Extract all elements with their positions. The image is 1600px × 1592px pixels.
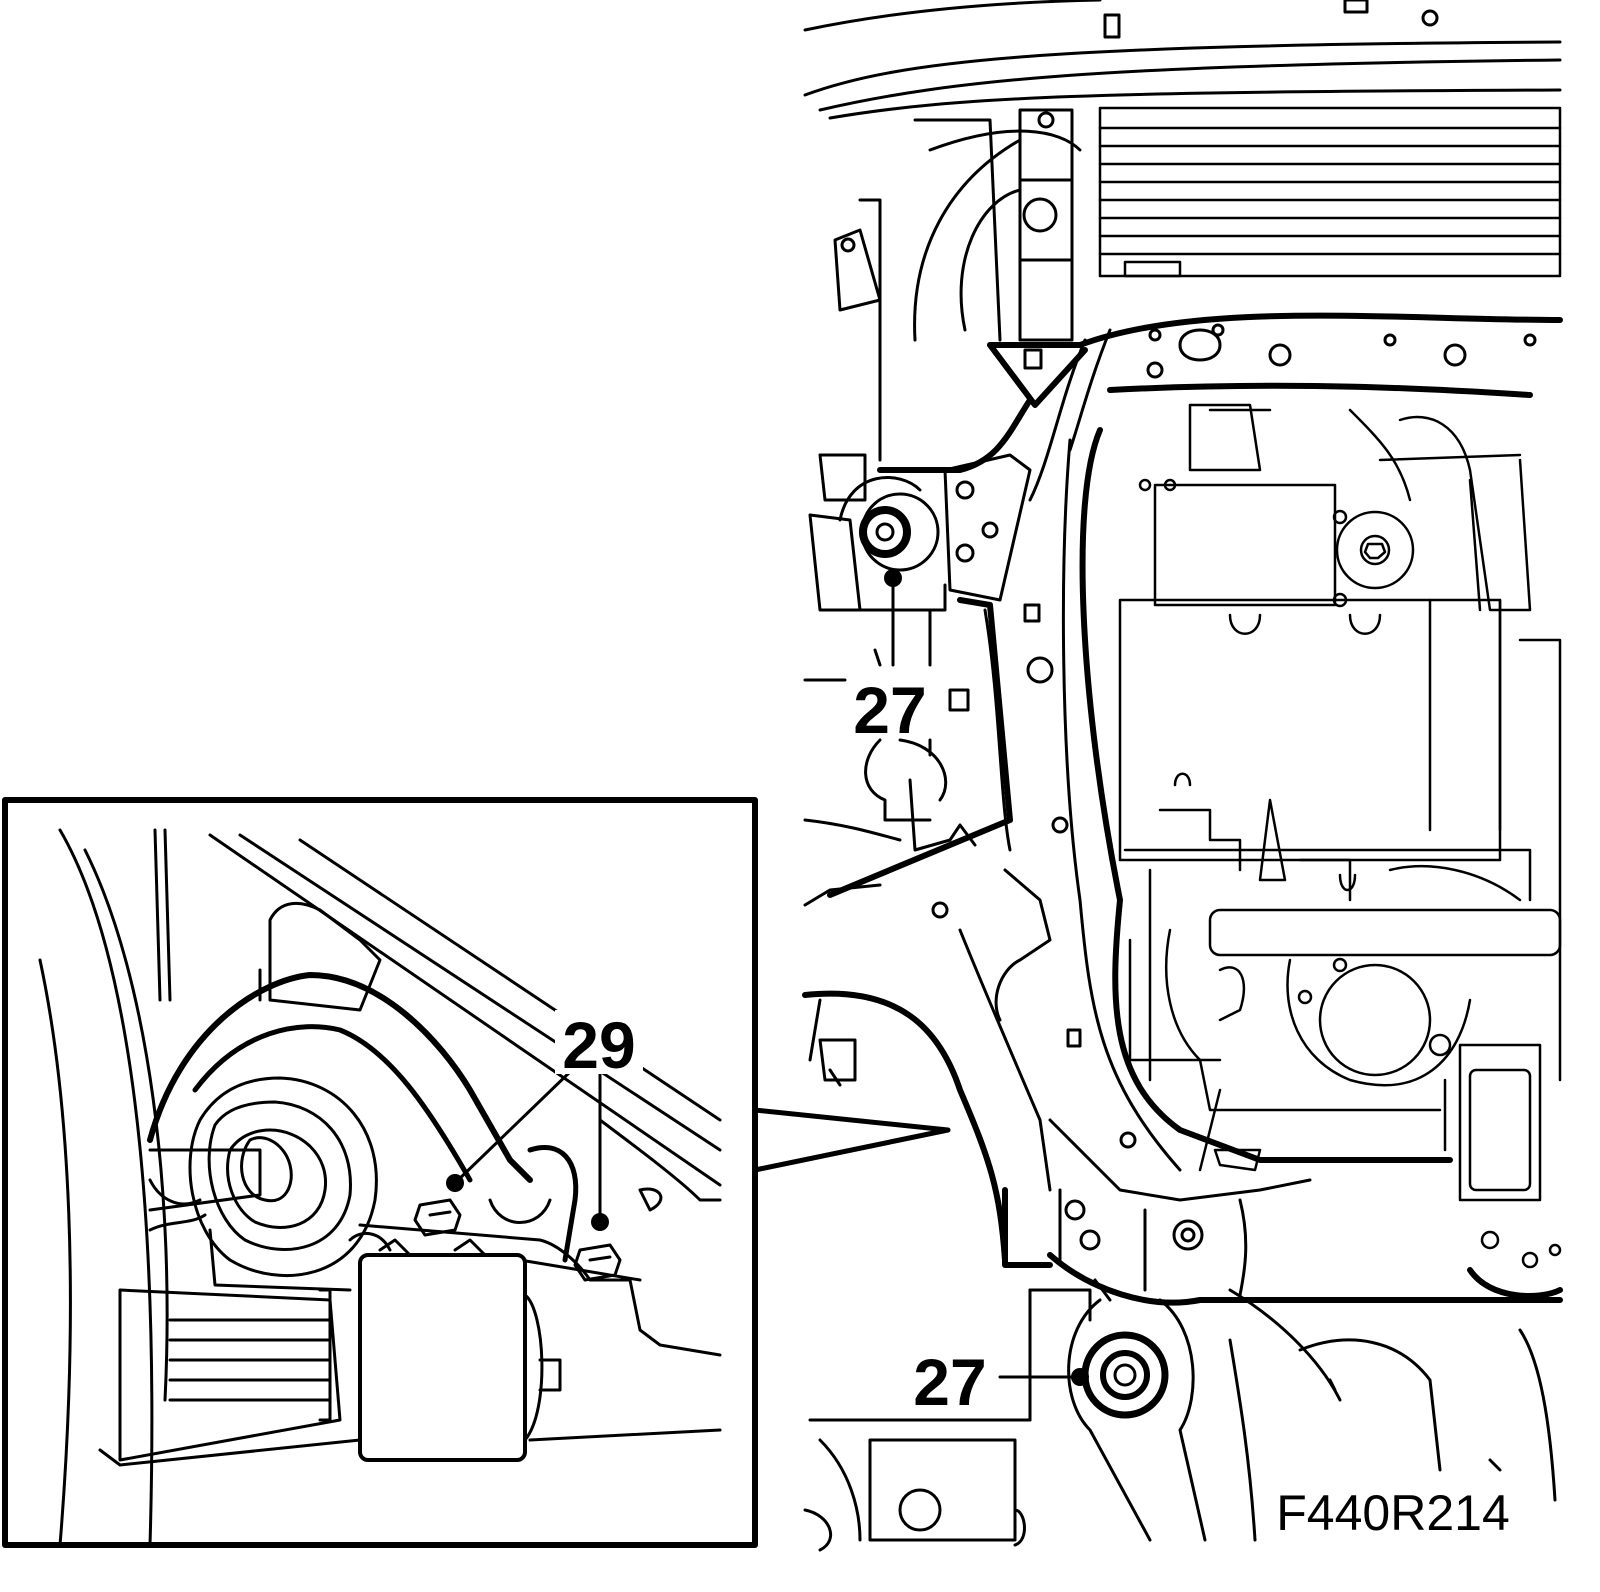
label-backing bbox=[905, 1345, 995, 1409]
subframe bbox=[802, 312, 1563, 1306]
callout-27-upper: 27 bbox=[853, 673, 926, 747]
label-backing bbox=[1262, 1480, 1524, 1542]
inset-lower-arm bbox=[98, 1223, 722, 1467]
bumper-outline bbox=[803, 0, 1562, 120]
subframe-detail bbox=[931, 323, 1537, 1297]
lower-mount-area bbox=[803, 1199, 1557, 1552]
inset-callout-leaders bbox=[446, 1068, 609, 1231]
label-backing bbox=[555, 1010, 643, 1074]
engine-components bbox=[1118, 403, 1562, 1269]
radiator bbox=[1098, 106, 1562, 278]
label-backing bbox=[848, 672, 932, 736]
lower-mount-bushing bbox=[998, 1331, 1169, 1419]
left-bracket bbox=[803, 678, 977, 907]
inset-cv-joint bbox=[148, 1076, 378, 1278]
callout-29: 29 bbox=[562, 1008, 635, 1082]
inset-wheel-arch bbox=[38, 828, 172, 1547]
inset-body-panel bbox=[208, 833, 722, 1212]
inset-pointer bbox=[752, 1107, 951, 1173]
figure-code: F440R214 bbox=[1276, 1485, 1510, 1541]
inset-upper-arm bbox=[147, 972, 579, 1263]
main-view bbox=[802, 0, 1563, 1552]
callout-27-lower: 27 bbox=[913, 1345, 986, 1419]
lower-left-bracket bbox=[808, 998, 857, 1087]
inset-detail bbox=[2, 797, 951, 1548]
inset-bolts bbox=[413, 1198, 622, 1282]
upper-mount-bushing bbox=[859, 506, 911, 667]
radiator-support bbox=[833, 108, 1082, 462]
inset-knuckle bbox=[258, 901, 382, 1012]
upper-mount-area bbox=[808, 453, 1032, 667]
